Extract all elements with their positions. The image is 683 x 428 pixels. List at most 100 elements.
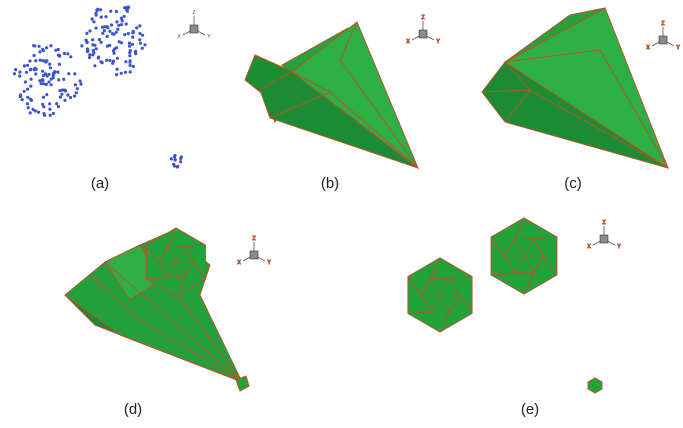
wireframe-edge — [175, 261, 194, 297]
cloud-point — [115, 67, 119, 71]
cloud-point — [45, 46, 49, 50]
panel-b — [244, 14, 441, 170]
cloud-point — [49, 83, 53, 87]
cloud-point — [72, 94, 77, 98]
cloud-point — [126, 5, 130, 9]
cloud-point — [22, 64, 26, 68]
cloud-point — [18, 70, 22, 74]
cloud-point — [47, 80, 51, 84]
cloud-point — [49, 44, 53, 48]
wireframe-edge — [514, 239, 525, 257]
cloud-point — [23, 80, 27, 84]
wireframe-edge — [407, 310, 450, 314]
cloud-point — [54, 48, 58, 52]
cloud-point — [94, 13, 98, 17]
cloud-point — [123, 70, 128, 74]
cloud-point — [128, 54, 132, 58]
point-cloud-left — [12, 44, 83, 117]
cloud-point — [57, 62, 62, 66]
cloud-point — [18, 74, 22, 78]
cloud-point — [122, 14, 126, 18]
cloud-point — [138, 31, 142, 36]
cloud-point — [108, 58, 112, 63]
cloud-point — [110, 23, 114, 27]
wireframe-edge — [491, 272, 534, 276]
cloud-point — [104, 15, 108, 19]
cloud-point — [41, 47, 45, 52]
cloud-point — [61, 88, 65, 92]
cloud-point — [28, 111, 32, 115]
cloud-point — [66, 93, 70, 97]
cloud-point — [29, 77, 33, 81]
wireframe-edge — [146, 276, 185, 280]
cloud-point — [56, 70, 60, 74]
cloud-point — [88, 53, 92, 57]
cloud-point — [179, 155, 183, 159]
cloud-point — [38, 50, 42, 54]
cloud-point — [99, 40, 103, 44]
wireframe-edge — [439, 278, 450, 296]
cloud-point — [111, 49, 115, 53]
cloud-point — [92, 20, 96, 24]
wireframe-edge — [504, 217, 525, 257]
cloud-point — [114, 9, 118, 14]
cloud-point — [93, 43, 97, 47]
cloud-point — [131, 29, 135, 33]
cloud-point — [43, 72, 48, 76]
cloud-point — [88, 29, 92, 33]
cloud-point — [101, 31, 105, 35]
wireframe-edge — [490, 236, 515, 273]
cloud-point — [28, 97, 33, 101]
wireframe-edge — [430, 294, 441, 312]
cloud-point — [80, 44, 84, 48]
cloud-point — [119, 16, 123, 20]
cloud-point — [90, 17, 94, 21]
cloud-point — [175, 165, 179, 169]
wireframe-edge — [167, 244, 206, 248]
panel-label-b: (b) — [320, 175, 340, 192]
wireframe-edge — [514, 236, 557, 240]
cloud-point — [48, 66, 53, 70]
panel-e — [407, 217, 622, 394]
wireframe-edge — [430, 276, 473, 280]
cloud-point — [94, 47, 98, 51]
icosahedron-d — [146, 227, 206, 297]
cloud-point — [114, 46, 119, 50]
wireframe-edge — [167, 247, 177, 263]
cloud-point — [26, 87, 30, 91]
cloud-point — [26, 63, 30, 67]
cloud-point — [41, 95, 46, 99]
cloud-point — [126, 31, 130, 36]
wireframe-edge — [421, 257, 441, 296]
cloud-point — [124, 60, 128, 64]
cloud-point — [38, 58, 42, 62]
cloud-point — [56, 105, 61, 109]
cloud-point — [28, 59, 32, 63]
cloud-point — [119, 41, 124, 45]
cloud-point — [78, 79, 82, 83]
cloud-point — [53, 70, 57, 74]
panel-d — [64, 227, 272, 392]
cloud-point — [45, 74, 49, 78]
cloud-point — [73, 72, 77, 76]
cloud-point — [48, 62, 52, 66]
cloud-point — [130, 42, 134, 46]
cloud-point — [115, 20, 119, 24]
wireframe-edge — [533, 239, 558, 276]
cloud-point — [97, 38, 101, 42]
cloud-point — [120, 19, 124, 23]
cloud-point — [128, 59, 132, 63]
cloud-point — [172, 164, 177, 168]
cloud-point — [75, 87, 79, 91]
cloud-point — [173, 157, 177, 162]
cloud-point — [41, 78, 45, 82]
cloud-point — [119, 71, 123, 75]
wireframe-edge — [448, 278, 459, 296]
cloud-point — [109, 9, 113, 13]
cloud-point — [48, 102, 52, 106]
wireframe-edge — [439, 294, 459, 333]
cloud-point — [114, 30, 118, 34]
cloud-point — [44, 60, 48, 64]
wireframe-edge — [523, 239, 534, 257]
axis-triad-icon — [405, 14, 441, 46]
